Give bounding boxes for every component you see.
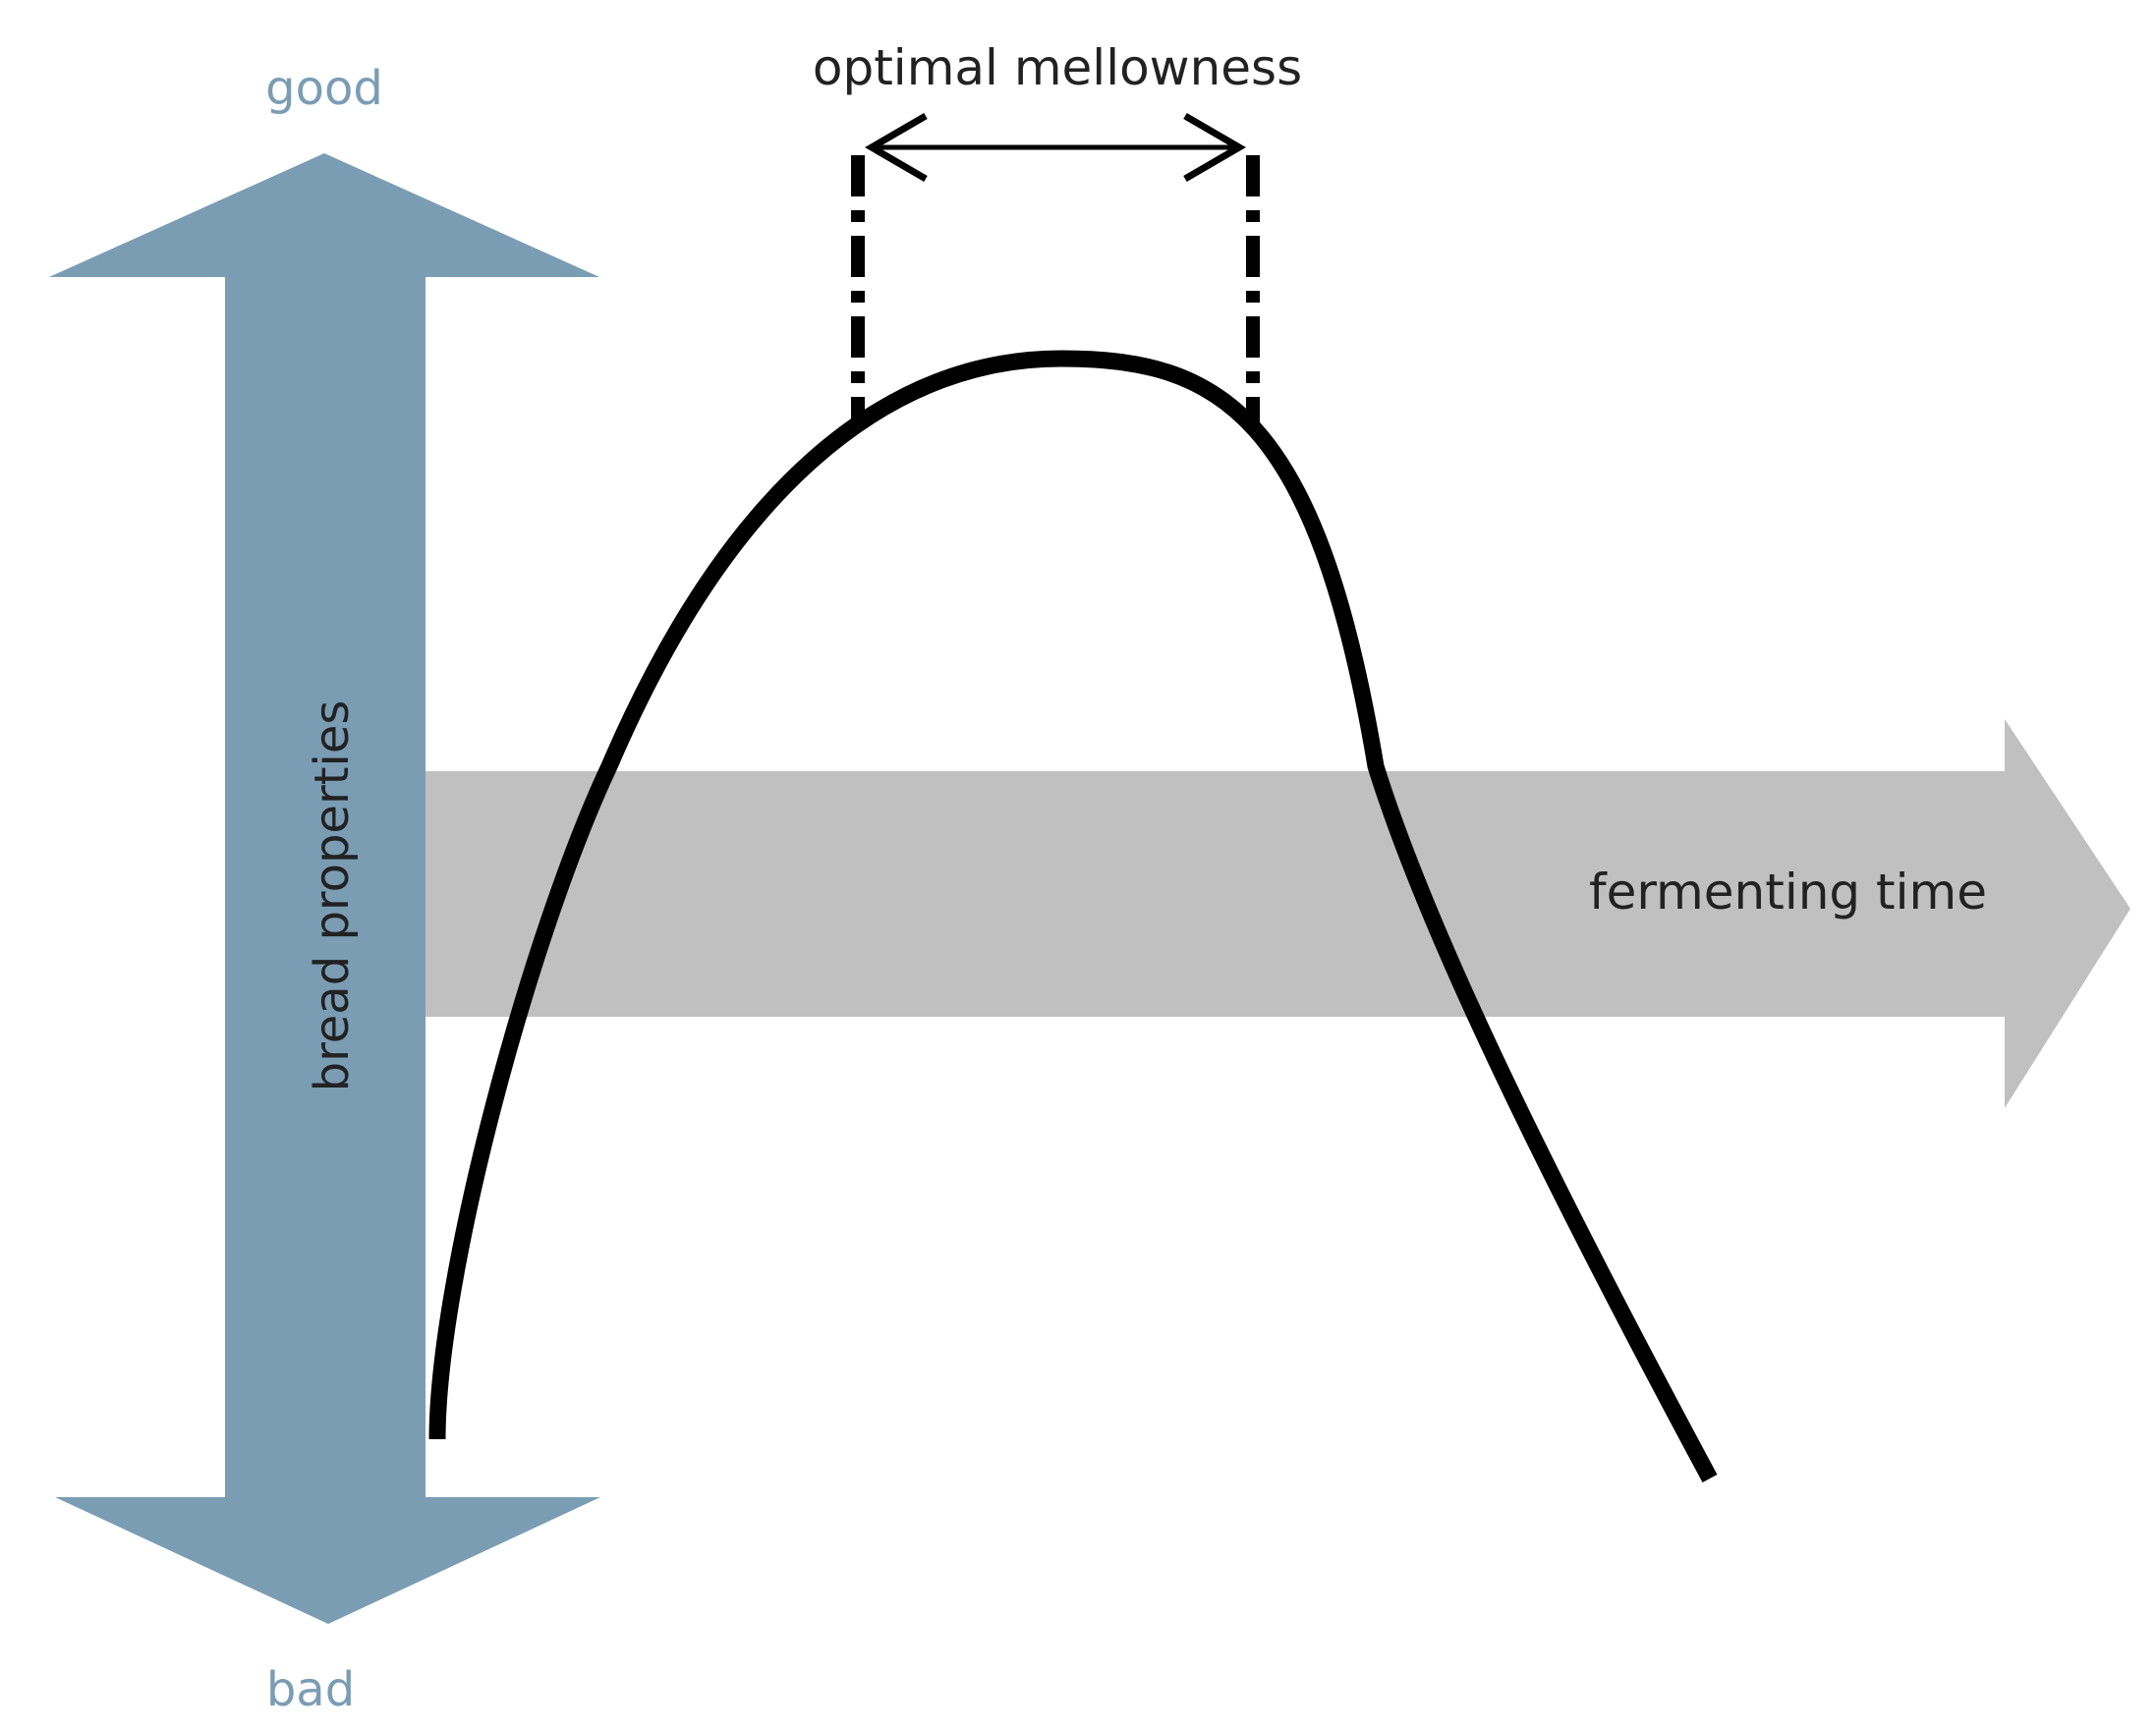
label-optimal-mellowness: optimal mellowness: [813, 39, 1302, 96]
label-bread-properties: bread properties: [305, 700, 360, 1092]
vertical-double-arrow: [49, 153, 600, 1624]
optimal-range-arrowhead-left: [865, 112, 928, 183]
horizontal-arrow: [426, 719, 2130, 1108]
label-bad: bad: [266, 1662, 355, 1717]
optimal-range-arrowhead-right: [1183, 112, 1246, 183]
quality-curve: [428, 350, 1718, 1483]
label-good: good: [265, 61, 383, 116]
label-fermenting-time: fermenting time: [1589, 864, 1987, 921]
